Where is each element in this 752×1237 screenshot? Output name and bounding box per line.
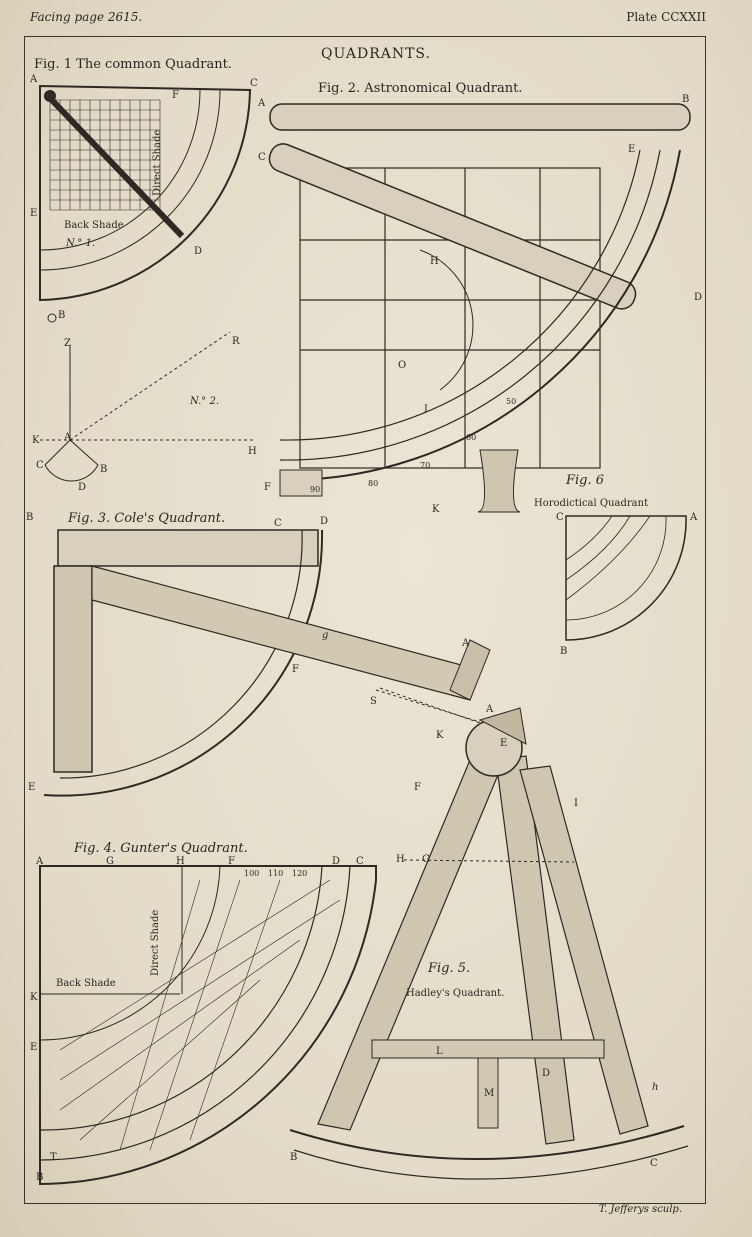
- fig2-letter-b: B: [682, 94, 689, 105]
- fig6-horodictical-quadrant: Fig. 6 Horodictical Quadrant C A B: [534, 473, 698, 657]
- engraver-credit: T. Jefferys sculp.: [598, 1204, 682, 1215]
- fig4-letter-f: F: [228, 856, 235, 867]
- fig5-letter-k: K: [436, 730, 444, 741]
- fig1-no2: N.° 2.: [189, 396, 219, 407]
- fig5-hadleys-quadrant: Fig. 5. Hadley's Quadrant. A K E F I H G…: [289, 689, 689, 1180]
- fig4-letter-e: E: [30, 1042, 37, 1053]
- fig5-letter-c: C: [650, 1158, 658, 1169]
- fig5-letter-h: H: [396, 854, 405, 865]
- fig1-back-shade: Back Shade: [64, 220, 124, 231]
- fig5-letter-i: I: [574, 798, 578, 809]
- fig5-letter-m: M: [484, 1088, 494, 1099]
- fig2-letter-a: A: [257, 98, 266, 109]
- fig2-letter-e: E: [628, 144, 635, 155]
- plate-number: Plate CCXXII: [626, 10, 706, 24]
- fig4-letter-d: D: [332, 856, 340, 867]
- fig3-letter-g: g: [322, 630, 328, 641]
- fig4-back-shade: Back Shade: [56, 978, 116, 989]
- fig6-letter-b: B: [560, 646, 567, 657]
- fig5-letter-b: B: [290, 1152, 297, 1163]
- fig1-letter-b2: B: [100, 464, 107, 475]
- fig2-label: Fig. 2. Astronomical Quadrant.: [318, 81, 522, 96]
- fig2-letter-i: I: [424, 404, 428, 415]
- fig4-gunters-quadrant: Fig. 4. Gunter's Quadrant. Direct Shade …: [30, 841, 377, 1186]
- fig2-astronomical-quadrant: Fig. 2. Astronomical Quadrant. A B C E: [257, 81, 702, 515]
- fig4-letter-c: C: [356, 856, 364, 867]
- fig2-scale-60: 60: [466, 433, 476, 442]
- plate-border: [24, 36, 706, 1204]
- fig1-letter-c2: C: [36, 460, 44, 471]
- fig3-letter-d: D: [320, 516, 328, 527]
- fig4-letter-t: T: [50, 1152, 57, 1163]
- fig5-letter-f: F: [414, 782, 421, 793]
- fig6-name: Horodictical Quadrant: [534, 498, 648, 509]
- fig2-scale-80: 80: [368, 479, 378, 488]
- fig4-letter-a: A: [35, 856, 44, 867]
- fig3-letter-s: S: [370, 696, 377, 707]
- fig3-coles-quadrant: Fig. 3. Cole's Quadrant. B C D g F A S E: [26, 511, 501, 797]
- fig1-letter-d: D: [194, 246, 202, 257]
- fig1-letter-b: B: [58, 310, 65, 321]
- fig1-common-quadrant: Fig. 1 The common Quadrant. Di: [29, 57, 258, 493]
- fig3-letter-e: E: [28, 782, 35, 793]
- fig4-label: Fig. 4. Gunter's Quadrant.: [73, 841, 248, 856]
- fig5-letter-g: G: [422, 854, 430, 865]
- fig5-label: Fig. 5.: [427, 961, 470, 976]
- fig1-letter-c: C: [250, 78, 258, 89]
- fig2-scale-50: 50: [506, 397, 516, 406]
- fig2-scale-90: 90: [310, 485, 320, 494]
- fig6-letter-a: A: [689, 512, 698, 523]
- fig1-direct-shade: Direct Shade: [152, 130, 163, 196]
- fig3-letter-a: A: [461, 638, 470, 649]
- fig4-letter-g: G: [106, 856, 114, 867]
- facing-page-note: Facing page 2615.: [30, 10, 143, 24]
- fig4-letter-k: K: [30, 992, 38, 1003]
- fig4-scale-100: 100: [244, 869, 259, 878]
- fig5-letter-a: A: [485, 704, 494, 715]
- fig2-scale-70: 70: [420, 461, 430, 470]
- fig3-letter-f: F: [292, 664, 299, 675]
- fig5-letter-d: D: [542, 1068, 550, 1079]
- fig1-letter-d2: D: [78, 482, 86, 493]
- fig3-letter-c: C: [274, 518, 282, 529]
- fig2-letter-d: D: [694, 292, 702, 303]
- fig6-label: Fig. 6: [565, 473, 604, 488]
- fig2-letter-k: K: [432, 504, 440, 515]
- fig1-label: Fig. 1 The common Quadrant.: [34, 57, 232, 72]
- fig3-label: Fig. 3. Cole's Quadrant.: [67, 511, 225, 526]
- fig2-letter-f: F: [264, 482, 271, 493]
- fig4-direct-shade: Direct Shade: [150, 910, 161, 976]
- fig2-letter-c: C: [258, 152, 266, 163]
- fig5-letter-h2: h: [652, 1082, 658, 1093]
- fig1-letter-h: H: [248, 446, 257, 457]
- fig2-letter-h: H: [430, 256, 439, 267]
- fig4-letter-b: B: [36, 1172, 43, 1183]
- fig4-scale-120: 120: [292, 869, 307, 878]
- fig1-letter-a: A: [29, 74, 38, 85]
- fig5-name: Hadley's Quadrant.: [406, 988, 504, 999]
- fig3-letter-b: B: [26, 512, 33, 523]
- fig4-letter-h: H: [176, 856, 185, 867]
- fig1-letter-f: F: [172, 90, 179, 101]
- fig6-letter-c: C: [556, 512, 564, 523]
- plate-title: QUADRANTS.: [321, 46, 431, 62]
- fig4-scale-110: 110: [268, 869, 283, 878]
- fig1-letter-r: R: [232, 336, 240, 347]
- fig1-letter-z: Z: [64, 338, 71, 349]
- fig5-letter-e: E: [500, 738, 507, 749]
- fig1-letter-e: E: [30, 208, 37, 219]
- fig1-letter-k: K: [32, 435, 40, 446]
- fig1-letter-a2: A: [63, 432, 72, 443]
- fig5-letter-l: L: [436, 1046, 443, 1057]
- fig2-letter-o: O: [398, 360, 406, 371]
- fig1-no1: N.° 1.: [65, 238, 95, 249]
